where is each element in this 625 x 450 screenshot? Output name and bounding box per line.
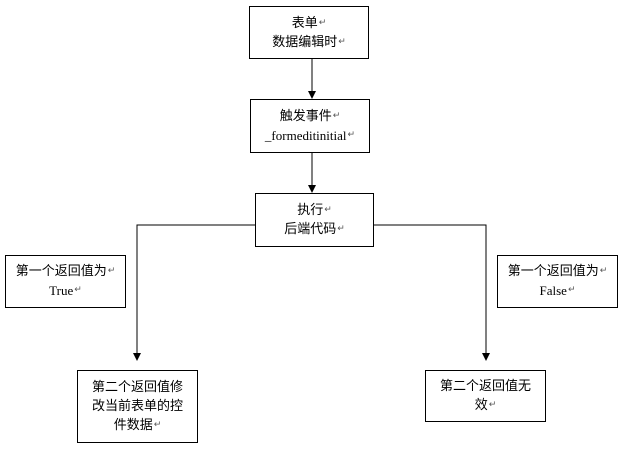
- return-mark: ↵: [347, 129, 356, 140]
- node-second-return-modify-line3: 件数据: [113, 418, 153, 433]
- return-mark: ↵: [318, 17, 327, 28]
- node-second-return-modify-line2: 改当前表单的控: [91, 399, 183, 414]
- node-second-return-invalid-line1: 第二个返回值无: [439, 379, 531, 394]
- node-form-edit-line2: 数据编辑时: [272, 34, 338, 50]
- return-mark: ↵: [332, 110, 341, 121]
- node-form-edit-line1: 表单: [291, 15, 318, 31]
- return-mark: ↵: [488, 400, 497, 410]
- node-second-return-invalid-line2: 效: [474, 398, 488, 413]
- node-second-return-invalid: 第二个返回值无 效↵: [425, 370, 546, 422]
- node-execute-code-line2: 后端代码: [284, 222, 337, 237]
- node-execute-code-line1: 执行: [297, 203, 324, 218]
- node-trigger-event-line2: _formeditinitial: [264, 127, 347, 143]
- return-mark: ↵: [599, 266, 608, 276]
- node-trigger-event: 触发事件↵ _formeditinitial↵: [250, 99, 370, 153]
- return-mark: ↵: [107, 266, 116, 276]
- node-first-return-true: 第一个返回值为↵ True↵: [5, 255, 126, 308]
- return-mark: ↵: [338, 36, 346, 47]
- arrow-execute-to-false-branch: [374, 224, 490, 361]
- node-execute-code: 执行↵ 后端代码↵: [255, 193, 374, 247]
- node-first-return-false-line1: 第一个返回值为: [507, 264, 599, 279]
- node-trigger-event-line1: 触发事件: [279, 108, 332, 124]
- return-mark: ↵: [324, 205, 332, 215]
- node-form-edit: 表单↵ 数据编辑时↵: [249, 6, 369, 59]
- node-first-return-false: 第一个返回值为↵ False↵: [497, 255, 618, 308]
- node-second-return-modify-line1: 第二个返回值修: [91, 380, 183, 395]
- node-first-return-false-line2: False: [539, 283, 567, 298]
- arrow-execute-to-true-branch: [133, 224, 255, 361]
- node-first-return-true-line1: 第一个返回值为: [15, 264, 107, 279]
- return-mark: ↵: [74, 285, 82, 295]
- node-first-return-true-line2: True: [49, 283, 74, 298]
- return-mark: ↵: [337, 224, 345, 234]
- node-second-return-modify: 第二个返回值修 改当前表单的控 件数据↵: [77, 370, 198, 443]
- return-mark: ↵: [567, 285, 576, 295]
- return-mark: ↵: [153, 420, 162, 430]
